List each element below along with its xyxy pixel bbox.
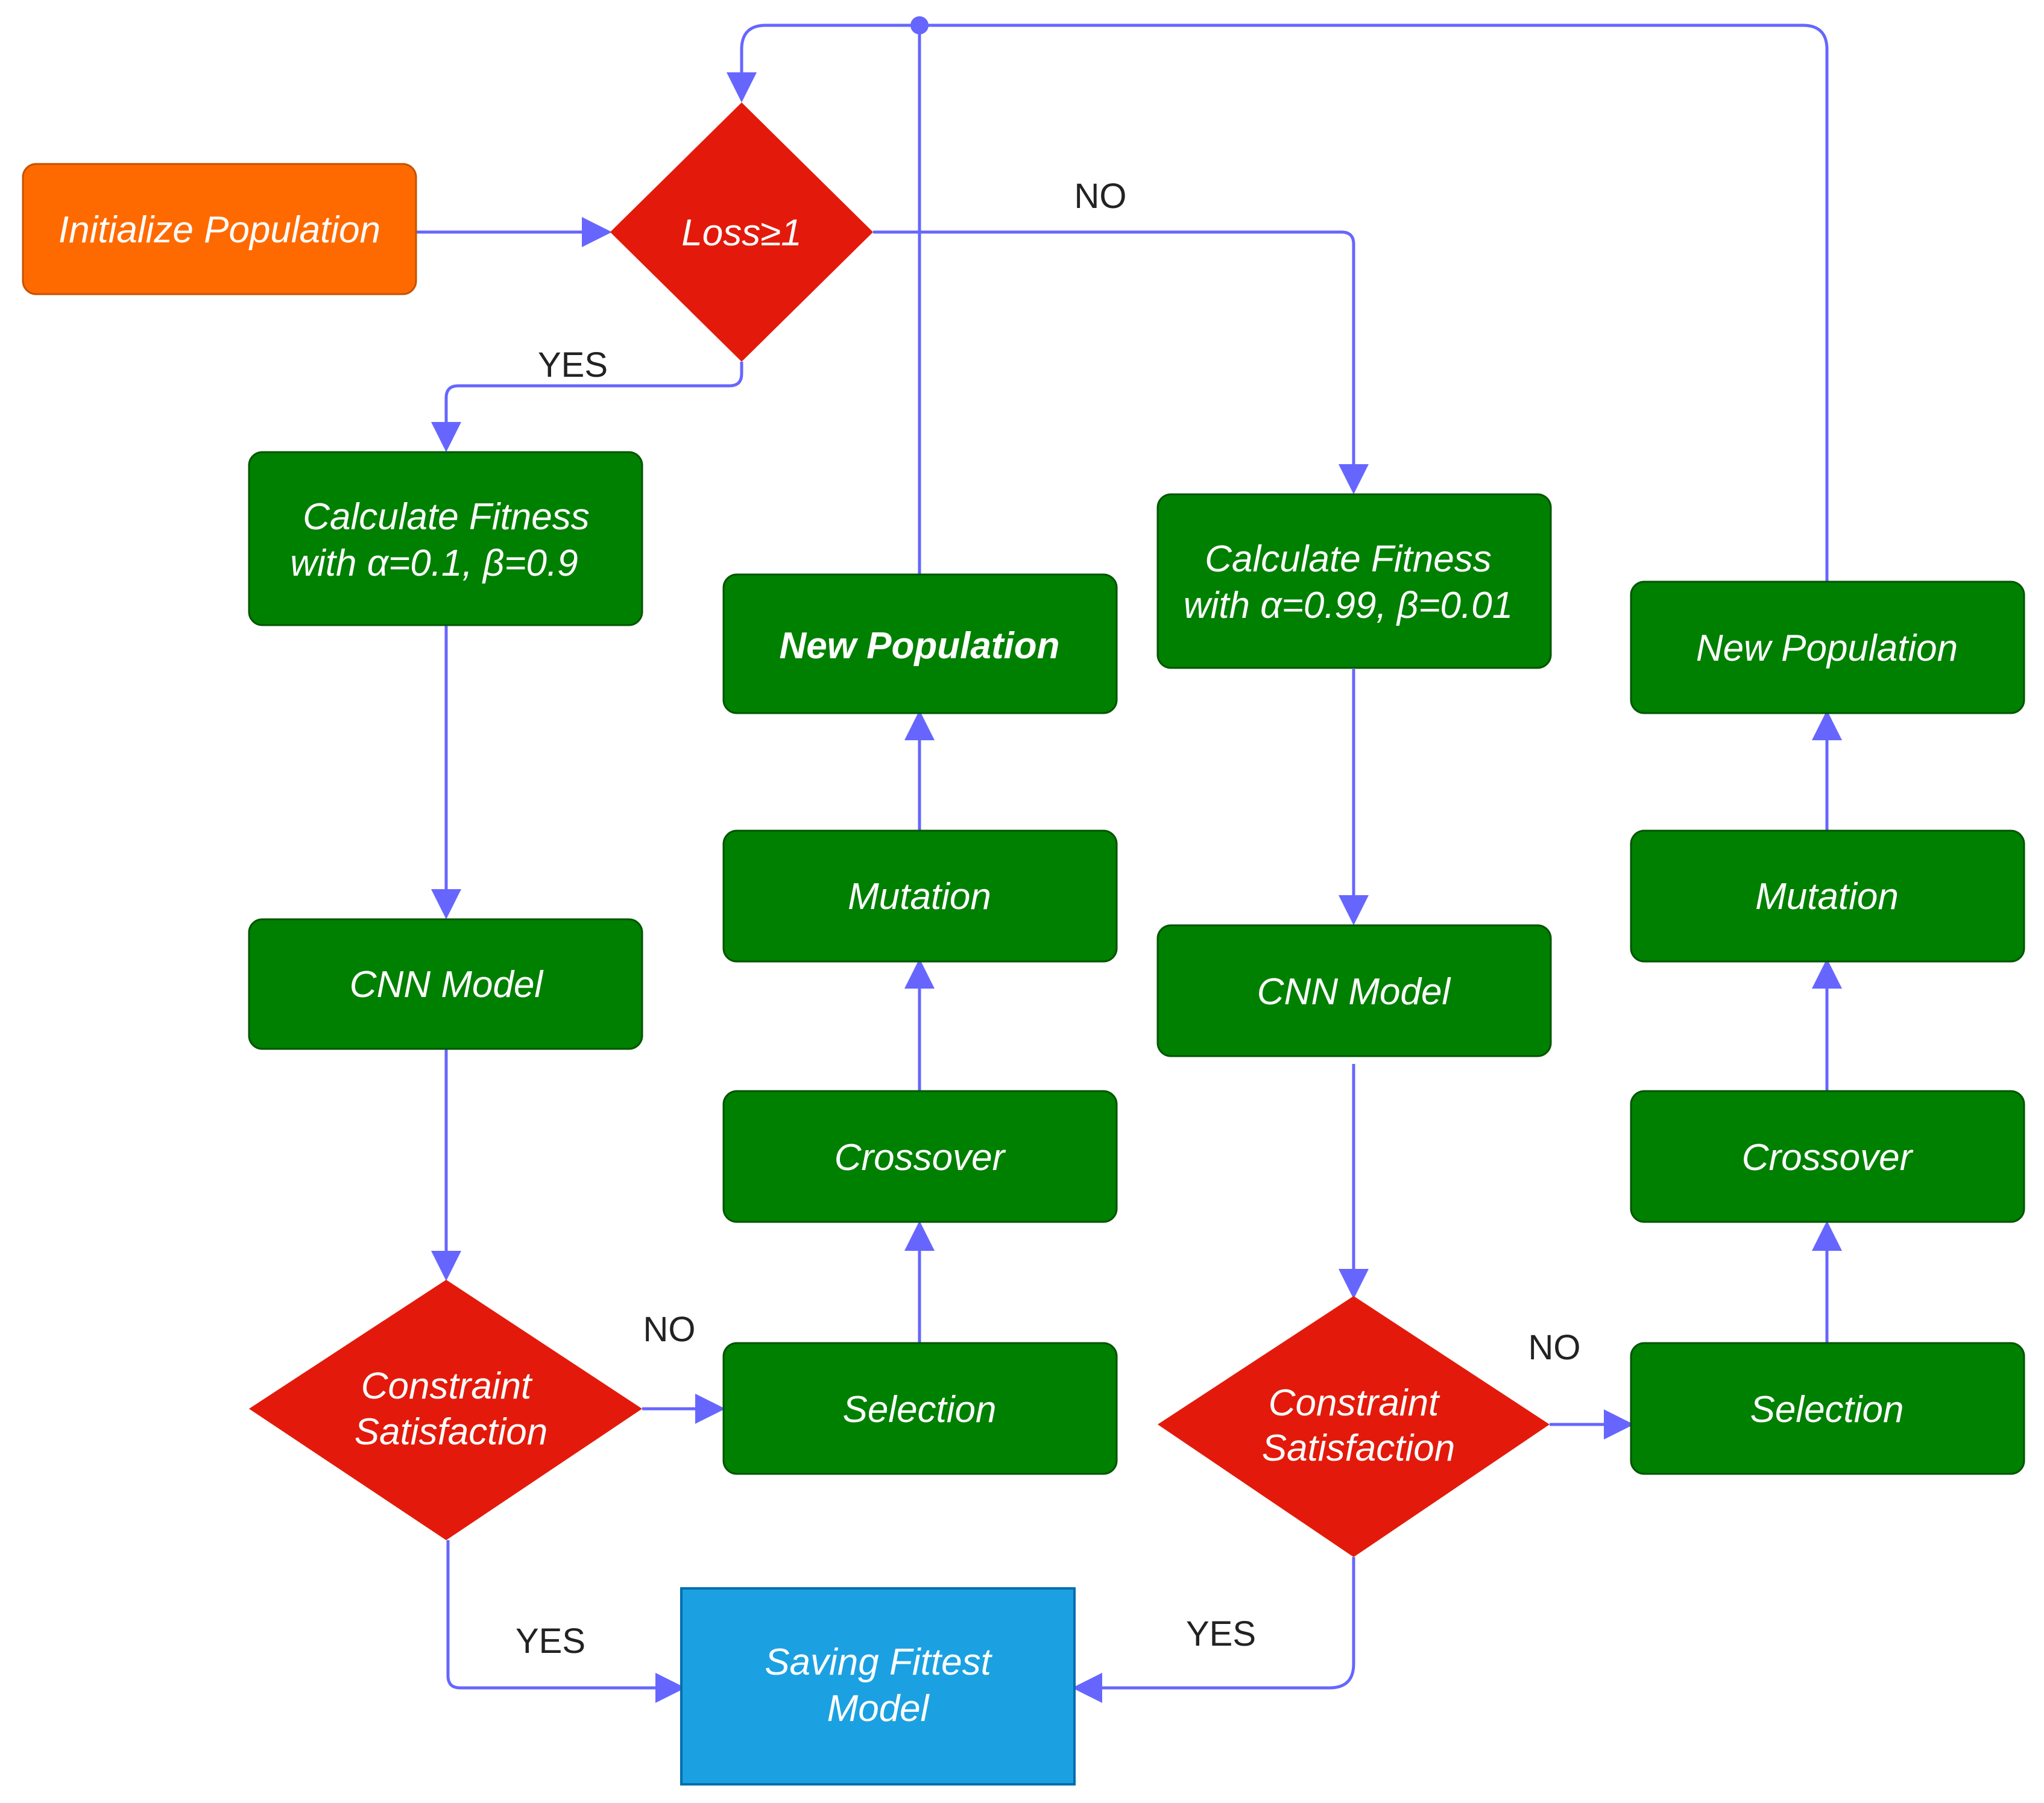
node-calc-fitness-right[interactable]: Calculate Fitness with α=0.99, β=0.01 — [1156, 493, 1552, 669]
edge-label-constraint-right-no: NO — [1528, 1328, 1581, 1367]
edge-labels: NO YES NO YES NO YES — [516, 177, 1581, 1661]
node-new-population-left[interactable]: New Population — [722, 573, 1118, 714]
node-constraint-left-line2: Satisfaction — [355, 1411, 548, 1453]
node-constraint-left-line1: Constraint — [361, 1365, 533, 1407]
edge-constraint-left-yes — [446, 1540, 686, 1703]
node-new-population-left-label: New Population — [780, 625, 1060, 667]
node-selection-left-label: Selection — [842, 1389, 996, 1430]
node-crossover-right-label: Crossover — [1742, 1137, 1914, 1178]
node-crossover-left[interactable]: Crossover — [722, 1090, 1118, 1223]
node-selection-right-label: Selection — [1750, 1389, 1904, 1430]
node-new-population-right-label: New Population — [1696, 628, 1958, 669]
node-mutation-right-label: Mutation — [1755, 876, 1899, 917]
node-constraint-right-line1: Constraint — [1269, 1382, 1440, 1424]
edge-label-constraint-right-yes: YES — [1186, 1614, 1256, 1654]
node-cnn-model-left-label: CNN Model — [350, 964, 544, 1005]
node-cnn-model-right-label: CNN Model — [1257, 971, 1452, 1013]
node-selection-right[interactable]: Selection — [1630, 1342, 2025, 1475]
node-mutation-right[interactable]: Mutation — [1630, 829, 2025, 963]
node-cnn-model-right[interactable]: CNN Model — [1156, 924, 1552, 1057]
node-calc-fitness-left-line2: with α=0.1, β=0.9 — [290, 543, 578, 584]
node-crossover-right[interactable]: Crossover — [1630, 1090, 2025, 1223]
edge-loss-yes — [431, 362, 743, 452]
edge-label-loss-yes: YES — [538, 345, 608, 385]
node-saving-fittest-model-line1: Saving Fittest — [765, 1641, 992, 1683]
edges — [416, 16, 1842, 1703]
node-initialize-population-label: Initialize Population — [58, 209, 380, 251]
node-crossover-left-label: Crossover — [834, 1137, 1006, 1178]
node-constraint-left[interactable]: Constraint Satisfaction — [249, 1280, 642, 1540]
node-saving-fittest-model-line2: Model — [827, 1688, 930, 1729]
node-constraint-right[interactable]: Constraint Satisfaction — [1158, 1296, 1550, 1557]
node-constraint-right-line2: Satisfaction — [1262, 1427, 1456, 1469]
node-loss-decision[interactable]: Loss≥1 — [610, 102, 873, 362]
edge-label-loss-no: NO — [1074, 177, 1127, 216]
node-saving-fittest-model[interactable]: Saving Fittest Model — [680, 1587, 1076, 1786]
edge-constraint-right-yes — [1072, 1557, 1355, 1703]
edge-loss-no — [873, 230, 1369, 494]
node-mutation-left-label: Mutation — [848, 876, 991, 917]
node-calc-fitness-right-line2: with α=0.99, β=0.01 — [1184, 585, 1513, 626]
node-loss-decision-label: Loss≥1 — [681, 212, 801, 254]
junction-dot — [910, 16, 929, 34]
node-initialize-population[interactable]: Initialize Population — [22, 163, 417, 295]
edge-label-constraint-left-yes: YES — [516, 1622, 585, 1661]
edge-top-feedback — [727, 24, 1829, 582]
node-mutation-left[interactable]: Mutation — [722, 829, 1118, 963]
edge-label-constraint-left-no: NO — [643, 1310, 696, 1349]
node-cnn-model-left[interactable]: CNN Model — [248, 918, 643, 1050]
node-selection-left[interactable]: Selection — [722, 1342, 1118, 1475]
node-calc-fitness-left-line1: Calculate Fitness — [303, 496, 590, 538]
node-calc-fitness-right-line1: Calculate Fitness — [1205, 538, 1492, 580]
node-calc-fitness-left[interactable]: Calculate Fitness with α=0.1, β=0.9 — [248, 451, 643, 626]
node-new-population-right[interactable]: New Population — [1630, 581, 2025, 714]
